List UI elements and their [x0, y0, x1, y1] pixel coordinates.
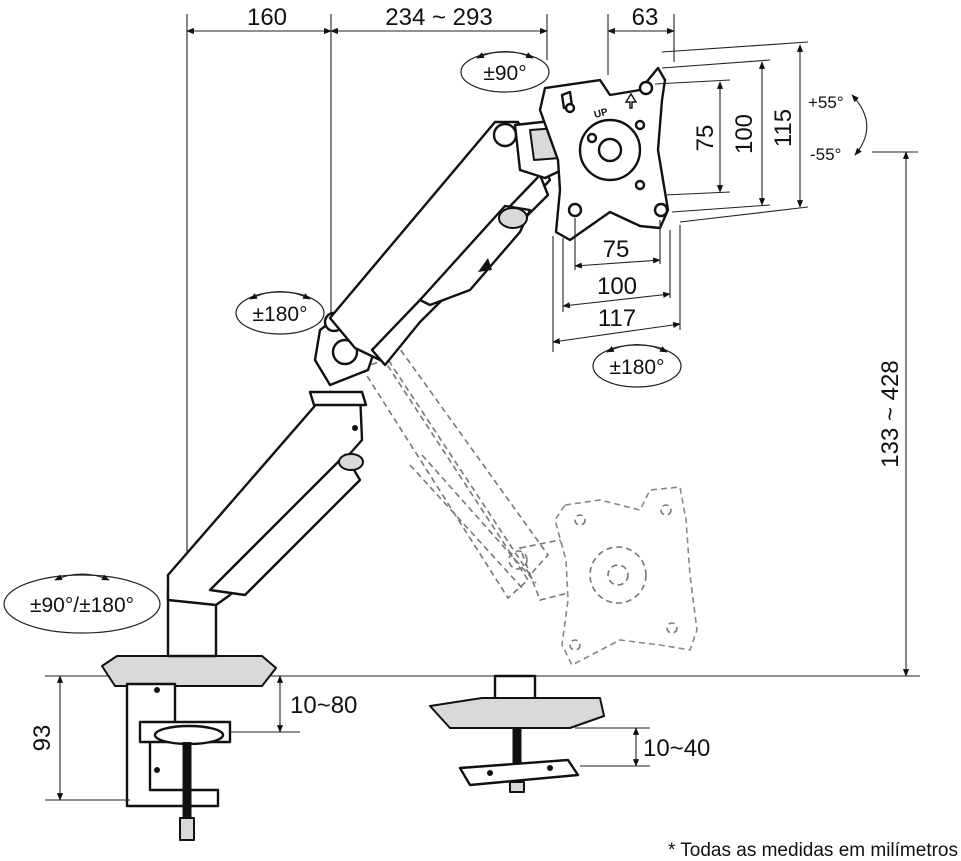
- upper-arm: [328, 120, 552, 367]
- rotation-swivel: ±180°: [592, 344, 682, 388]
- rot-tilt-up: +55°: [808, 93, 844, 112]
- dim-clamp-desk: 10~80: [290, 692, 357, 719]
- dim-vesa-h2: 100: [597, 273, 637, 300]
- vesa-vertical-dims: 75 100 115: [654, 41, 809, 223]
- dimension-height: 133 ~ 428: [877, 151, 910, 677]
- dim-grommet-desk: 10~40: [643, 735, 710, 762]
- vesa-plate: UP: [538, 66, 670, 242]
- dim-height-range: 133 ~ 428: [877, 360, 904, 467]
- dim-top-right: 63: [632, 4, 659, 31]
- rotation-base: ±90°/±180°: [3, 573, 161, 634]
- rot-swivel: ±180°: [610, 356, 665, 379]
- dimension-top: 160 234 ~ 293 63: [186, 4, 675, 35]
- rotation-tilt: +55° -55°: [808, 93, 868, 164]
- rotation-elbow: ±180°: [235, 291, 325, 335]
- dim-vesa-h3: 117: [598, 305, 636, 332]
- dim-vesa-h1: 75: [603, 236, 630, 263]
- lower-arm: [166, 390, 368, 658]
- dim-clamp-height: 93: [29, 725, 56, 752]
- vesa-horizontal-dims: 75 100 117: [552, 218, 681, 352]
- clamp-dims: 93 10~80 10~40: [29, 675, 710, 801]
- up-mark: UP: [593, 107, 610, 121]
- rot-head: ±90°: [483, 62, 526, 85]
- dim-vesa-v3: 115: [770, 109, 797, 147]
- rot-tilt-down: -55°: [810, 145, 841, 164]
- dim-top-mid: 234 ~ 293: [385, 4, 492, 31]
- rot-elbow: ±180°: [253, 303, 308, 326]
- grommet-mount: [429, 674, 605, 793]
- dim-vesa-v1: 75: [692, 125, 719, 152]
- rot-base: ±90°/±180°: [30, 594, 134, 617]
- rotation-head: ±90°: [460, 50, 550, 93]
- dim-vesa-v2: 100: [731, 114, 758, 154]
- footnote: * Todas as medidas em milímetros: [668, 840, 958, 861]
- desk-clamp: [101, 655, 277, 841]
- dim-top-left: 160: [247, 4, 287, 31]
